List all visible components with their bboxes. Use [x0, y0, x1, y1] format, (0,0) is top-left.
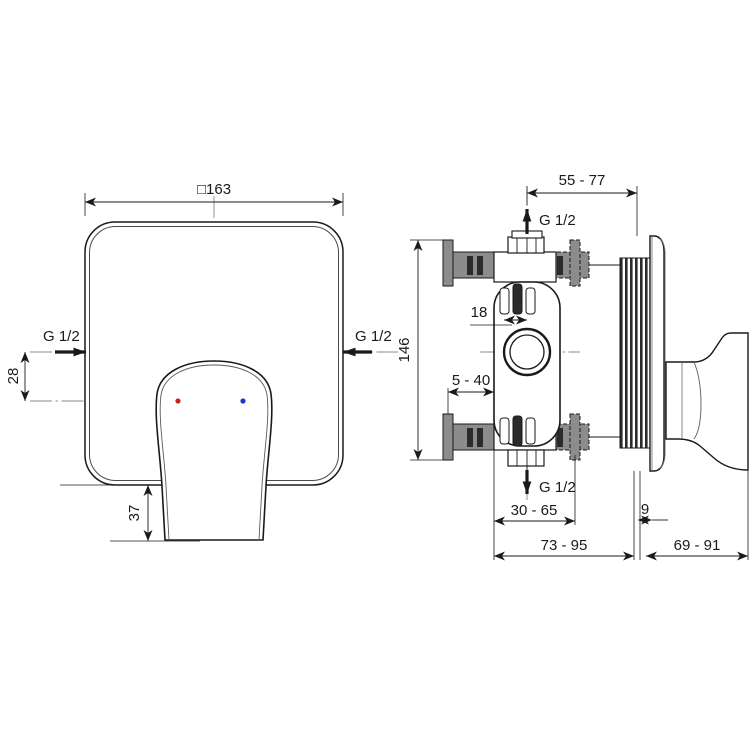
threaded-sleeve: [619, 257, 653, 449]
upper-right-flange: [569, 239, 581, 287]
upper-connector-block: [493, 251, 557, 283]
dimension-69-91: 69 - 91: [646, 470, 749, 561]
dimension-55-77-label: 55 - 77: [559, 172, 606, 189]
inlet-left-label: G 1/2: [43, 328, 80, 345]
cold-indicator-dot: [240, 398, 246, 404]
dimension-30-65: 30 - 65: [493, 450, 576, 526]
dimension-30-65-label: 30 - 65: [511, 502, 558, 519]
dimension-163-label: □163: [197, 181, 231, 198]
lever-handle-front-highlight-right: [213, 364, 269, 541]
lower-right-flange: [569, 413, 581, 461]
dimension-146: 146: [396, 239, 450, 461]
dimension-73-95-label: 73 - 95: [541, 537, 588, 554]
upper-left-hatch-1: [467, 256, 473, 275]
inlet-right-label: G 1/2: [355, 328, 392, 345]
dimension-9-label: 9: [641, 501, 649, 518]
outlet-bottom-group: G 1/2: [522, 470, 576, 496]
outlet-bottom-label: G 1/2: [539, 479, 576, 496]
faceplate-side-profile: [649, 235, 665, 472]
dimension-146-label: 146: [396, 337, 413, 362]
lower-left-flange: [442, 413, 454, 461]
valve-body-slots-lower: [499, 415, 536, 447]
side-section-view-group: 55 - 77 G 1/2 G 1/2 146 18: [396, 172, 749, 561]
faceplate-side-highlight: [657, 237, 666, 470]
lever-side-inner-line: [693, 361, 702, 440]
lever-side-profile: [665, 332, 749, 471]
upper-left-flange: [442, 239, 454, 287]
dimension-lever-37: 37: [60, 484, 200, 542]
inlet-left-group: G 1/2: [43, 328, 86, 357]
dimension-faceplate-width: □163: [84, 181, 344, 216]
valve-body-slots-upper: [499, 283, 536, 315]
front-view-group: □163 G 1/2 G 1/2 28 37: [5, 181, 398, 542]
lower-nut: [507, 449, 545, 467]
dimension-18-label: 18: [471, 304, 488, 321]
upper-nut: [507, 236, 545, 254]
valve-cartridge-inner: [509, 334, 545, 370]
dimension-73-95: 73 - 95: [493, 471, 635, 561]
lever-handle-front: [155, 360, 273, 541]
dimension-37-label: 37: [126, 505, 143, 522]
outlet-top-group: G 1/2: [522, 209, 576, 234]
dimension-55-77: 55 - 77: [526, 172, 638, 236]
dimension-18: 18: [470, 304, 527, 326]
dimension-28-label: 28: [5, 368, 22, 385]
lower-right-hatch-2: [557, 428, 563, 447]
inlet-right-group: G 1/2: [343, 328, 392, 357]
outlet-top-label: G 1/2: [539, 212, 576, 229]
upper-right-hatch-2: [557, 256, 563, 275]
lower-left-hatch-2: [477, 428, 483, 447]
dimension-9: 9: [638, 471, 668, 560]
dimension-5-40: 5 - 40: [447, 372, 495, 420]
hot-indicator-dot: [175, 398, 181, 404]
dimension-69-91-label: 69 - 91: [674, 537, 721, 554]
lever-handle-front-highlight-left: [159, 364, 215, 541]
dimension-5-40-label: 5 - 40: [452, 372, 490, 389]
dimension-offset-28: 28: [5, 352, 30, 401]
upper-left-hatch-2: [477, 256, 483, 275]
lower-left-hatch-1: [467, 428, 473, 447]
